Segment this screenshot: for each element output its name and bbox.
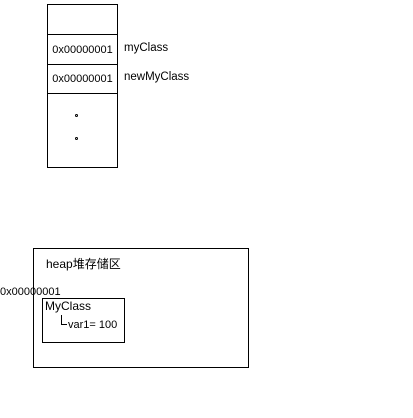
myclass-object-box — [42, 298, 125, 343]
heap-object-address: 0x00000001 — [0, 286, 61, 298]
stack-variable-myclass: myClass — [124, 42, 169, 54]
stack-variable-newmyclass: newMyClass — [124, 71, 190, 83]
ellipsis-dot-icon — [75, 137, 78, 140]
heap-region — [33, 248, 249, 368]
stack-column — [47, 4, 118, 168]
tree-branch-icon — [61, 315, 67, 325]
heap-title: heap堆存储区 — [46, 257, 121, 271]
object-field: var1= 100 — [68, 319, 118, 331]
ellipsis-dot-icon — [75, 114, 78, 117]
stack-slot-divider — [47, 64, 118, 65]
stack-slot-divider — [47, 34, 118, 35]
stack-slot-address-newmyclass: 0x00000001 — [52, 73, 113, 85]
object-class-name: MyClass — [45, 299, 92, 313]
stack-slot-divider — [47, 93, 118, 94]
stack-slot-address-myclass: 0x00000001 — [52, 44, 113, 56]
